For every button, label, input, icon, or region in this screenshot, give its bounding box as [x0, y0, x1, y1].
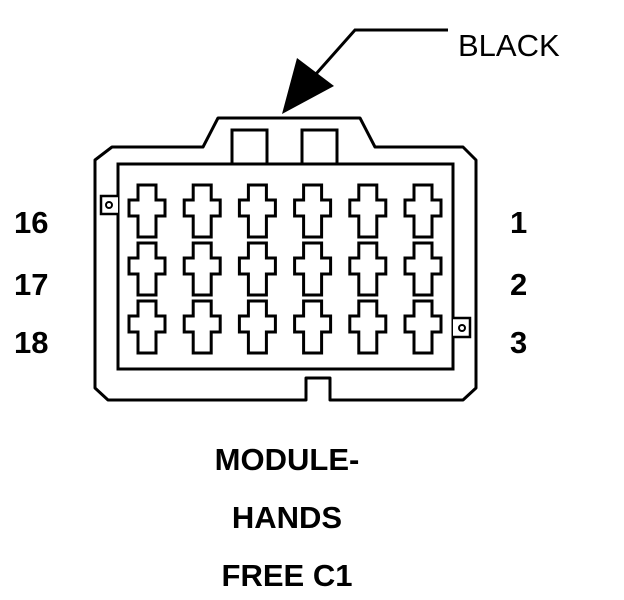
terminal-cavity — [127, 299, 167, 355]
polarization-key-left — [99, 194, 118, 216]
latch-tab-left — [230, 128, 269, 169]
polarization-key-right — [453, 316, 472, 339]
polarization-key-right-hole — [458, 324, 466, 332]
terminal-cavity — [237, 241, 277, 297]
pin-label-17: 17 — [14, 267, 49, 302]
terminal-cavity — [348, 299, 388, 355]
terminal-cavity — [348, 241, 388, 297]
terminal-cavity — [293, 241, 333, 297]
caption-line-3: FREE C1 — [221, 558, 353, 593]
terminal-cavities — [127, 183, 443, 355]
terminal-cavity — [182, 299, 222, 355]
caption-line-1: MODULE- — [214, 442, 360, 477]
pin-label-18: 18 — [14, 325, 49, 360]
leader-arrowhead — [282, 58, 334, 114]
terminal-cavity — [182, 183, 222, 239]
pin-label-2: 2 — [510, 267, 528, 302]
leader-line — [298, 28, 448, 93]
terminal-cavity — [293, 183, 333, 239]
terminal-cavity — [182, 241, 222, 297]
terminal-cavity — [403, 183, 443, 239]
terminal-cavity — [127, 183, 167, 239]
terminal-cavity — [403, 241, 443, 297]
pin-label-1: 1 — [510, 205, 528, 240]
terminal-cavity — [237, 183, 277, 239]
connector-face — [116, 162, 455, 371]
terminal-cavity — [293, 299, 333, 355]
pin-label-16: 16 — [14, 205, 49, 240]
caption-line-2: HANDS — [231, 500, 343, 535]
terminal-cavity — [127, 241, 167, 297]
wire-color-label: BLACK — [458, 28, 560, 63]
polarization-key-left-hole — [105, 201, 113, 209]
terminal-cavity — [403, 299, 443, 355]
terminal-cavity — [237, 299, 277, 355]
terminal-cavity — [348, 183, 388, 239]
latch-tab-right — [300, 128, 339, 169]
pin-label-3: 3 — [510, 325, 528, 360]
